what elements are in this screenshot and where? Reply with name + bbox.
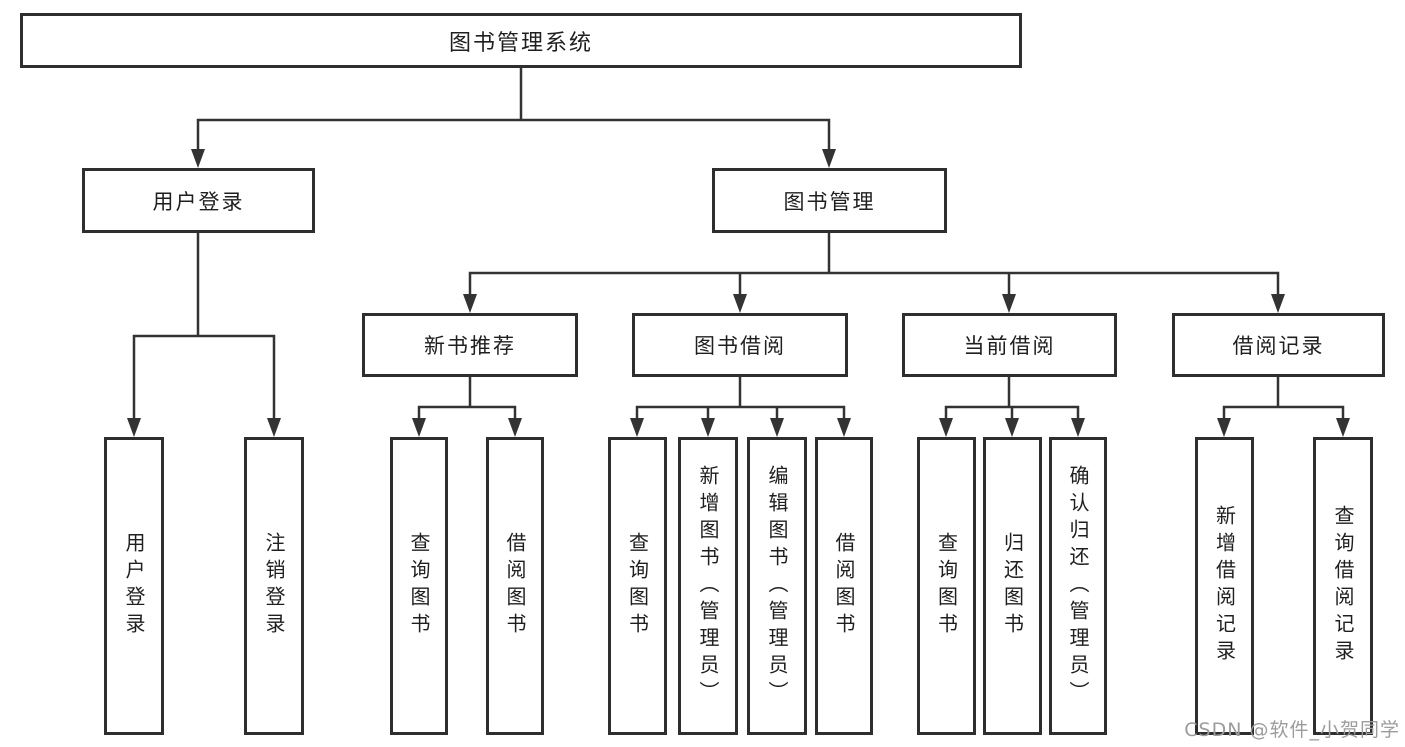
node-br-query-record: 查询借阅记录 xyxy=(1313,437,1373,735)
edge-root-to-level2 xyxy=(196,66,831,154)
node-label: 查询借阅记录 xyxy=(1331,505,1355,667)
node-new-book-recommend: 新书推荐 xyxy=(362,313,578,377)
arrow-down-icon xyxy=(508,418,522,437)
node-label: 新增借阅记录 xyxy=(1212,505,1237,667)
arrow-down-icon xyxy=(1336,418,1350,437)
edge-mgmt-to-level3 xyxy=(468,231,1280,299)
node-label: 当前借阅 xyxy=(963,334,1056,358)
node-label: 注销登录 xyxy=(262,532,286,640)
node-current-borrowing: 当前借阅 xyxy=(902,313,1117,377)
arrow-down-icon xyxy=(770,418,784,437)
arrow-down-icon xyxy=(463,294,477,313)
node-root-system: 图书管理系统 xyxy=(20,13,1022,68)
node-label: 借阅记录 xyxy=(1232,334,1325,358)
node-label: 新增图书（管理员） xyxy=(696,464,720,708)
node-label: 确认归还（管理员） xyxy=(1066,464,1090,708)
node-label: 查询图书 xyxy=(625,532,650,640)
edge-newbook-to-leaves xyxy=(417,375,517,424)
node-label: 编辑图书（管理员） xyxy=(765,464,789,708)
node-label: 新书推荐 xyxy=(424,334,516,358)
arrow-down-icon xyxy=(1002,294,1016,313)
node-label: 图书管理 xyxy=(783,189,876,214)
edge-current-to-leaves xyxy=(944,375,1080,424)
edge-login-to-leaves xyxy=(132,231,276,424)
node-nb-query-books: 查询图书 xyxy=(390,437,448,735)
arrow-down-icon xyxy=(191,149,205,168)
arrow-down-icon xyxy=(837,418,851,437)
arrow-down-icon xyxy=(1005,418,1019,437)
edge-borrow-to-leaves xyxy=(635,375,846,424)
node-user-login-module: 用户登录 xyxy=(82,168,315,233)
node-cb-confirm-return-admin: 确认归还（管理员） xyxy=(1049,437,1107,735)
arrow-down-icon xyxy=(127,418,141,437)
node-label: 归还图书 xyxy=(1000,532,1025,640)
node-bb-edit-books-admin: 编辑图书（管理员） xyxy=(747,437,807,735)
node-cb-query-books: 查询图书 xyxy=(917,437,976,735)
node-label: 用户登录 xyxy=(152,189,245,214)
edge-record-to-leaves xyxy=(1222,375,1345,424)
arrow-down-icon xyxy=(701,418,715,437)
arrow-down-icon xyxy=(630,418,644,437)
arrow-down-icon xyxy=(733,294,747,313)
node-cb-return-books: 归还图书 xyxy=(983,437,1042,735)
arrow-down-icon xyxy=(412,418,426,437)
arrow-down-icon xyxy=(1271,294,1285,313)
node-root-label: 图书管理系统 xyxy=(448,30,593,56)
arrow-down-icon xyxy=(822,149,836,168)
node-label: 查询图书 xyxy=(934,532,959,640)
node-bb-borrow-books: 借阅图书 xyxy=(815,437,873,735)
arrow-down-icon xyxy=(267,418,281,437)
node-nb-borrow-books: 借阅图书 xyxy=(486,437,544,735)
node-label: 借阅图书 xyxy=(832,532,856,640)
node-book-borrowing: 图书借阅 xyxy=(632,313,848,377)
node-label: 图书借阅 xyxy=(694,334,786,358)
node-label: 借阅图书 xyxy=(503,532,527,640)
node-bb-query-books: 查询图书 xyxy=(608,437,667,735)
node-logout-leaf: 注销登录 xyxy=(244,437,304,735)
node-borrowing-records: 借阅记录 xyxy=(1172,313,1385,377)
node-bb-add-books-admin: 新增图书（管理员） xyxy=(678,437,738,735)
csdn-watermark: CSDN @软件_小贺同学 xyxy=(1184,719,1400,741)
arrow-down-icon xyxy=(1071,418,1085,437)
arrow-down-icon xyxy=(1217,418,1231,437)
node-label: 查询图书 xyxy=(407,532,431,640)
node-book-management-module: 图书管理 xyxy=(712,168,947,233)
node-label: 用户登录 xyxy=(122,532,146,640)
node-br-add-record: 新增借阅记录 xyxy=(1195,437,1254,735)
arrow-down-icon xyxy=(939,418,953,437)
node-user-login-leaf: 用户登录 xyxy=(104,437,164,735)
